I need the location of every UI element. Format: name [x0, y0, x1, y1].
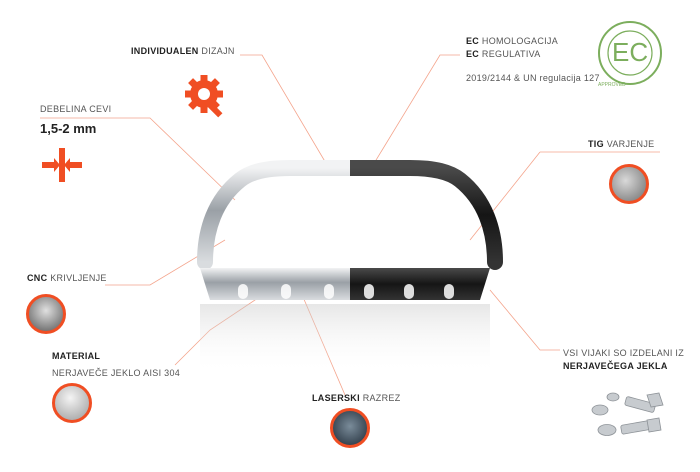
- label-design: INDIVIDUALEN DIZAJN: [131, 46, 235, 56]
- label-material-title: MATERIAL: [52, 351, 101, 361]
- gear-wrench-icon: [185, 75, 223, 118]
- label-ec-standard: 2019/2144 & UN regulacija 127: [466, 73, 600, 83]
- ec-seal-ring-text: APPROVED: [598, 82, 626, 88]
- label-material-value: NERJAVEČE JEKLO AISI 304: [52, 368, 181, 378]
- label-ec-regulation: EC REGULATIVA: [466, 49, 541, 59]
- label-tube-value: 1,5-2 mm: [40, 121, 97, 136]
- label-cnc: CNC KRIVLJENJE: [27, 273, 107, 283]
- cnc-bending-photo: [26, 294, 66, 334]
- bull-bar: [197, 160, 503, 374]
- ec-seal-letters: EC: [612, 37, 649, 67]
- label-laser: LASERSKI RAZREZ: [312, 393, 401, 403]
- label-tig: TIG VARJENJE: [588, 139, 655, 149]
- material-photo: [52, 383, 92, 423]
- ec-approved-seal: [598, 21, 662, 85]
- pipe-thickness-icon: [42, 148, 82, 182]
- label-screws-line2: NERJAVEČEGA JEKLA: [563, 361, 668, 371]
- tig-weld-photo: [609, 164, 649, 204]
- screws-photo: [591, 392, 664, 436]
- label-screws-line1: VSI VIJAKI SO IZDELANI IZ: [563, 348, 685, 358]
- label-tube-title: DEBELINA CEVI: [40, 104, 112, 114]
- leader-lines: [40, 54, 660, 396]
- label-ec-homologation: EC HOMOLOGACIJA: [466, 36, 559, 46]
- laser-cut-photo: [330, 408, 370, 448]
